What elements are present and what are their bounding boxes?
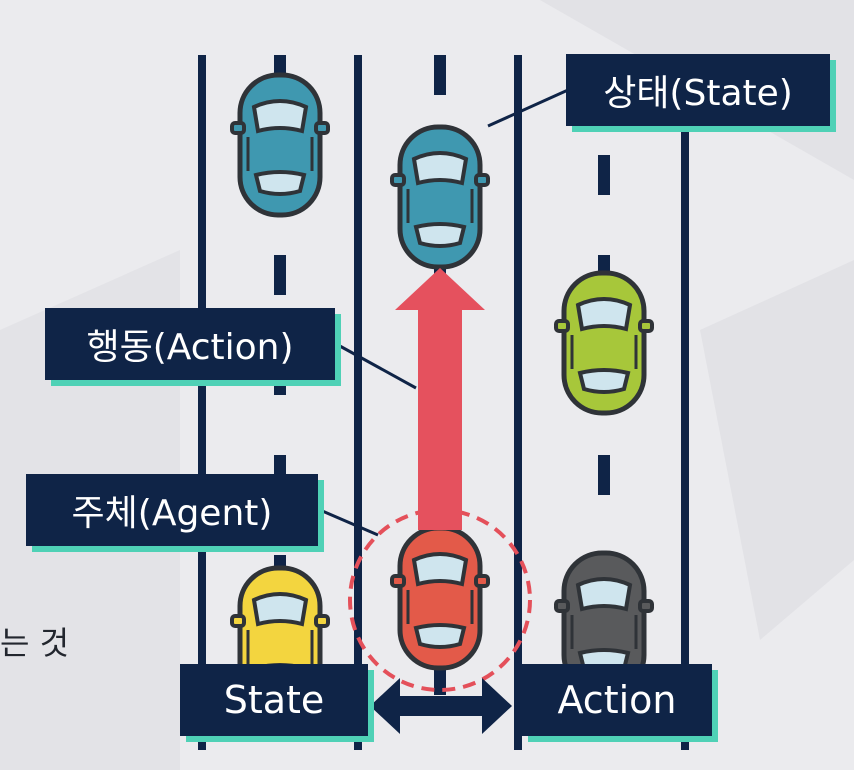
red-agent-car [392, 528, 488, 668]
state-top-label: 상태(State) [566, 54, 830, 126]
green-car-right-lane [556, 273, 652, 413]
side-caption-fragment: 는 것 [0, 624, 70, 662]
action-pointer [337, 343, 417, 390]
state-bottom-label: State [180, 664, 368, 736]
teal-car-left-lane [232, 75, 328, 215]
action-left-label: 행동(Action) [45, 308, 335, 380]
teal-car-center-lane [392, 127, 488, 267]
state-pointer [487, 88, 569, 128]
action-arrow [395, 268, 485, 530]
agent-pointer [319, 508, 379, 537]
bottom-double-arrow [370, 678, 512, 734]
action-bottom-label: Action [522, 664, 712, 736]
agent-left-label: 주체(Agent) [26, 474, 318, 546]
